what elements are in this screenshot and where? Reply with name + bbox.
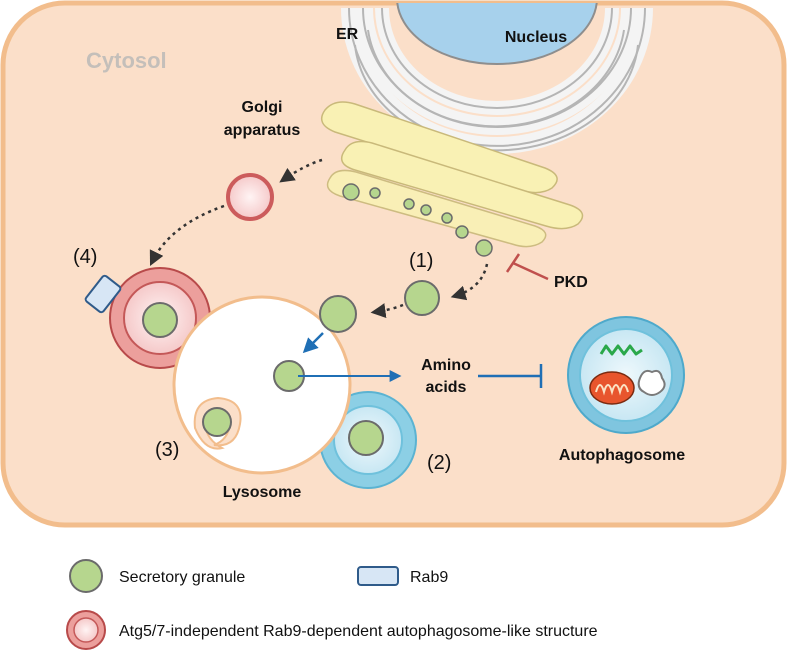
label-amino-line1: Amino	[421, 357, 471, 374]
mitochondrion-icon	[589, 371, 635, 405]
legend-atg-label: Atg5/7-independent Rab9-dependent autoph…	[119, 623, 598, 640]
label-autophagosome: Autophagosome	[559, 447, 685, 464]
arrow-vesicle-to-structure	[149, 204, 225, 267]
granule-entering-lysosome	[319, 295, 357, 333]
label-step1: (1)	[409, 250, 433, 272]
aggregate-icon	[637, 369, 666, 396]
legend-granule-label: Secretory granule	[119, 569, 245, 586]
label-nucleus: Nucleus	[505, 29, 567, 46]
secretory-granule-step1	[404, 280, 440, 316]
label-cytosol: Cytosol	[86, 48, 167, 73]
rab9-marker	[84, 274, 122, 314]
label-lysosome: Lysosome	[223, 484, 302, 501]
microautophagy-invagination	[193, 396, 242, 450]
arrow-golgi-to-granule	[450, 263, 489, 301]
legend: Secretory granule Rab9 Atg5/7-independen…	[66, 559, 598, 650]
red-vesicle	[226, 173, 274, 221]
legend-atg-icon-inner	[73, 617, 99, 643]
golgi-shape	[320, 101, 584, 248]
nucleus-shape	[396, 3, 598, 65]
autophagosome-shape	[567, 316, 685, 434]
arrow-into-granule	[302, 332, 324, 354]
label-step4: (4)	[73, 246, 97, 268]
label-golgi-line2: apparatus	[224, 122, 301, 139]
label-step3: (3)	[155, 439, 179, 461]
pkd-inhibit-line	[512, 261, 549, 281]
protein-squiggle	[599, 344, 643, 356]
label-er: ER	[336, 26, 359, 43]
er-shape	[341, 7, 653, 154]
arrow-granule-to-lysosome	[370, 303, 404, 319]
legend-rab9-label: Rab9	[410, 569, 448, 586]
legend-granule-icon	[69, 559, 103, 593]
label-step2: (2)	[427, 452, 451, 474]
legend-rab9-icon	[357, 566, 399, 586]
label-pkd: PKD	[554, 274, 588, 291]
label-amino-line2: acids	[426, 379, 467, 396]
golgi-buds	[342, 183, 493, 257]
pkd-inhibit-bar	[505, 253, 521, 273]
label-golgi-line1: Golgi	[242, 99, 283, 116]
